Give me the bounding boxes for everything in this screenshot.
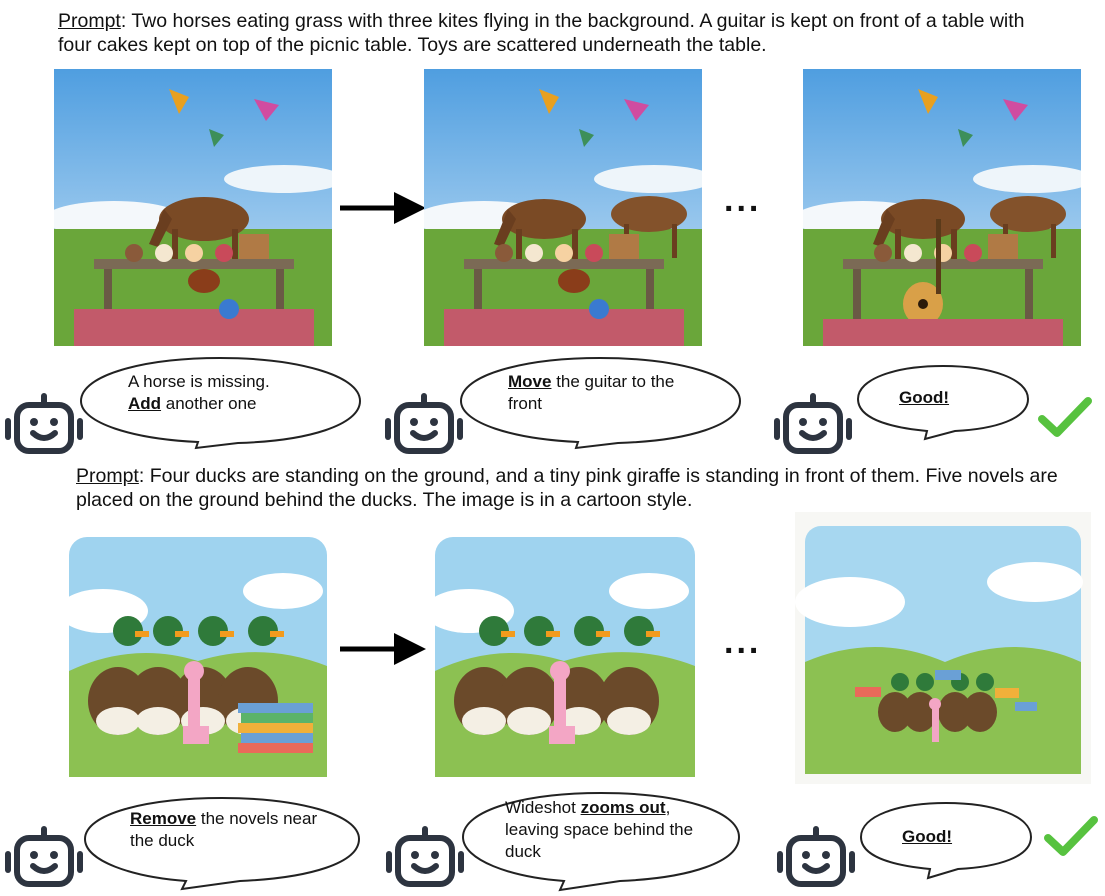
robot-icon — [777, 826, 855, 887]
checkmark-icon — [1044, 816, 1098, 856]
feedback-text: Remove the novels near the duck — [130, 809, 318, 850]
prompt-text: : Four ducks are standing on the ground,… — [76, 465, 1058, 511]
robot-icon — [5, 393, 83, 454]
generated-image-horses-2 — [424, 69, 702, 346]
prompt-2: Prompt: Four ducks are standing on the g… — [76, 464, 1076, 512]
feedback-keyword: Good! — [899, 388, 950, 407]
prompt-label: Prompt — [58, 10, 121, 32]
generated-image-horses-1 — [54, 69, 332, 346]
speech-bubble — [83, 796, 361, 891]
arrow-right-icon — [340, 192, 426, 224]
checkmark-icon — [1038, 397, 1092, 437]
feedback-keyword: zooms out — [580, 798, 666, 817]
generated-image-ducks-2 — [429, 531, 701, 783]
robot-icon — [774, 393, 852, 454]
feedback-text: Move the guitar to the front — [508, 372, 675, 413]
feedback-keyword: Remove — [130, 809, 197, 828]
feedback-text: A horse is missing.Add another one — [128, 372, 270, 413]
feedback-text: Wideshot zooms out, leaving space behind… — [505, 798, 694, 861]
speech-bubble — [459, 356, 742, 450]
robot-icon — [5, 826, 83, 887]
feedback-keyword: Good! — [902, 827, 953, 846]
speech-bubble — [859, 801, 1033, 880]
speech-bubble — [461, 791, 741, 892]
speech-bubble — [856, 364, 1030, 441]
ellipsis: ... — [724, 623, 762, 661]
arrow-right-icon — [340, 633, 426, 665]
speech-bubble — [79, 356, 362, 450]
prompt-label: Prompt — [76, 465, 139, 487]
robot-icon — [385, 393, 463, 454]
prompt-1: Prompt: Two horses eating grass with thr… — [58, 9, 1058, 57]
feedback-text: Good! — [902, 826, 952, 848]
ellipsis: ... — [724, 181, 762, 219]
feedback-keyword: Move — [508, 372, 552, 391]
feedback-text: Good! — [899, 387, 949, 409]
generated-image-ducks-1 — [63, 531, 333, 783]
generated-image-horses-3 — [803, 69, 1081, 346]
feedback-keyword: Add — [128, 394, 162, 413]
prompt-text: : Two horses eating grass with three kit… — [58, 10, 1025, 56]
robot-icon — [386, 826, 464, 887]
generated-image-ducks-3 — [795, 512, 1091, 784]
